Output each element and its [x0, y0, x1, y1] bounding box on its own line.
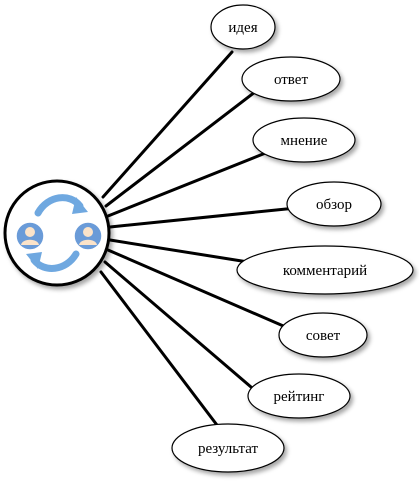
arrowhead-bottom-icon — [26, 252, 42, 269]
node-result: результат — [171, 423, 285, 473]
connector-lines — [99, 50, 298, 435]
node-review: обзор — [286, 181, 382, 227]
node-label-rating: рейтинг — [274, 389, 325, 405]
connector-result — [99, 270, 225, 435]
avatar-left-icon — [15, 221, 45, 251]
node-label-comment: комментарий — [283, 263, 367, 279]
node-label-advice: совет — [306, 328, 341, 344]
node-rating: рейтинг — [247, 373, 351, 419]
node-idea: идея — [210, 4, 276, 50]
two-users-exchange-icon — [15, 194, 103, 272]
connector-rating — [103, 260, 260, 395]
node-label-opinion: мнение — [281, 133, 328, 149]
node-label-answer: ответ — [274, 72, 309, 88]
connector-review — [108, 206, 298, 229]
node-comment: комментарий — [236, 245, 414, 295]
connector-idea — [101, 50, 234, 199]
connector-answer — [104, 90, 257, 208]
connector-comment — [108, 238, 250, 264]
connector-opinion — [106, 150, 270, 218]
node-opinion: мнение — [252, 117, 356, 163]
node-label-review: обзор — [316, 197, 352, 213]
connector-advice — [106, 248, 290, 330]
satellite-nodes: идея ответ мнение обзор комментарий сове… — [171, 4, 414, 473]
hub-node — [3, 179, 111, 287]
node-advice: совет — [278, 312, 368, 358]
node-label-result: результат — [198, 441, 259, 457]
node-label-idea: идея — [228, 20, 257, 36]
arrowhead-top-icon — [72, 197, 88, 214]
avatar-right-icon — [73, 221, 103, 251]
node-answer: ответ — [241, 56, 341, 102]
